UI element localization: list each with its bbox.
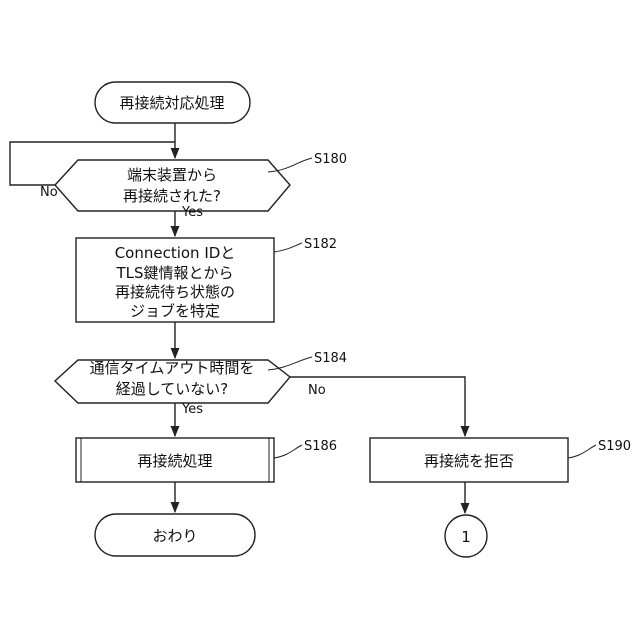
- process-reject: 再接続を拒否 S190: [370, 438, 631, 482]
- end-label: おわり: [152, 527, 197, 545]
- connector-circle: 1: [445, 515, 487, 557]
- process3-step-label: S190: [598, 439, 631, 454]
- decision2-line-1: 通信タイムアウト時間を: [90, 359, 255, 377]
- process-reconnect: 再接続処理 S186: [76, 438, 337, 482]
- process3-label: 再接続を拒否: [424, 452, 514, 470]
- start-terminal: 再接続対応処理: [95, 82, 250, 123]
- decision-reconnected: 端末装置から 再接続された? S180 No Yes: [40, 152, 347, 220]
- decision2-yes-label: Yes: [181, 402, 203, 417]
- decision1-step-label: S180: [314, 152, 347, 167]
- connector-label: 1: [461, 528, 471, 546]
- decision1-no-label: No: [40, 185, 58, 200]
- process-identify-job: Connection IDと TLS鍵情報とから 再接続待ち状態の ジョブを特定…: [76, 237, 337, 322]
- decision2-line-2: 経過していない?: [116, 380, 229, 398]
- process1-line-3: 再接続待ち状態の: [115, 283, 235, 301]
- process1-line-4: ジョブを特定: [130, 302, 220, 320]
- end-terminal: おわり: [95, 514, 255, 556]
- process1-line-1: Connection IDと: [115, 244, 236, 262]
- decision1-line-2: 再接続された?: [123, 187, 221, 205]
- decision2-step-label: S184: [314, 351, 347, 366]
- decision-timeout: 通信タイムアウト時間を 経過していない? S184 No Yes: [55, 351, 347, 417]
- process1-step-label: S182: [304, 237, 337, 252]
- decision1-yes-label: Yes: [181, 205, 203, 220]
- process2-label: 再接続処理: [137, 452, 212, 470]
- decision2-no-label: No: [308, 383, 326, 398]
- process2-step-label: S186: [304, 439, 337, 454]
- process1-line-2: TLS鍵情報とから: [115, 264, 233, 282]
- decision1-line-1: 端末装置から: [127, 166, 217, 184]
- start-label: 再接続対応処理: [119, 94, 224, 112]
